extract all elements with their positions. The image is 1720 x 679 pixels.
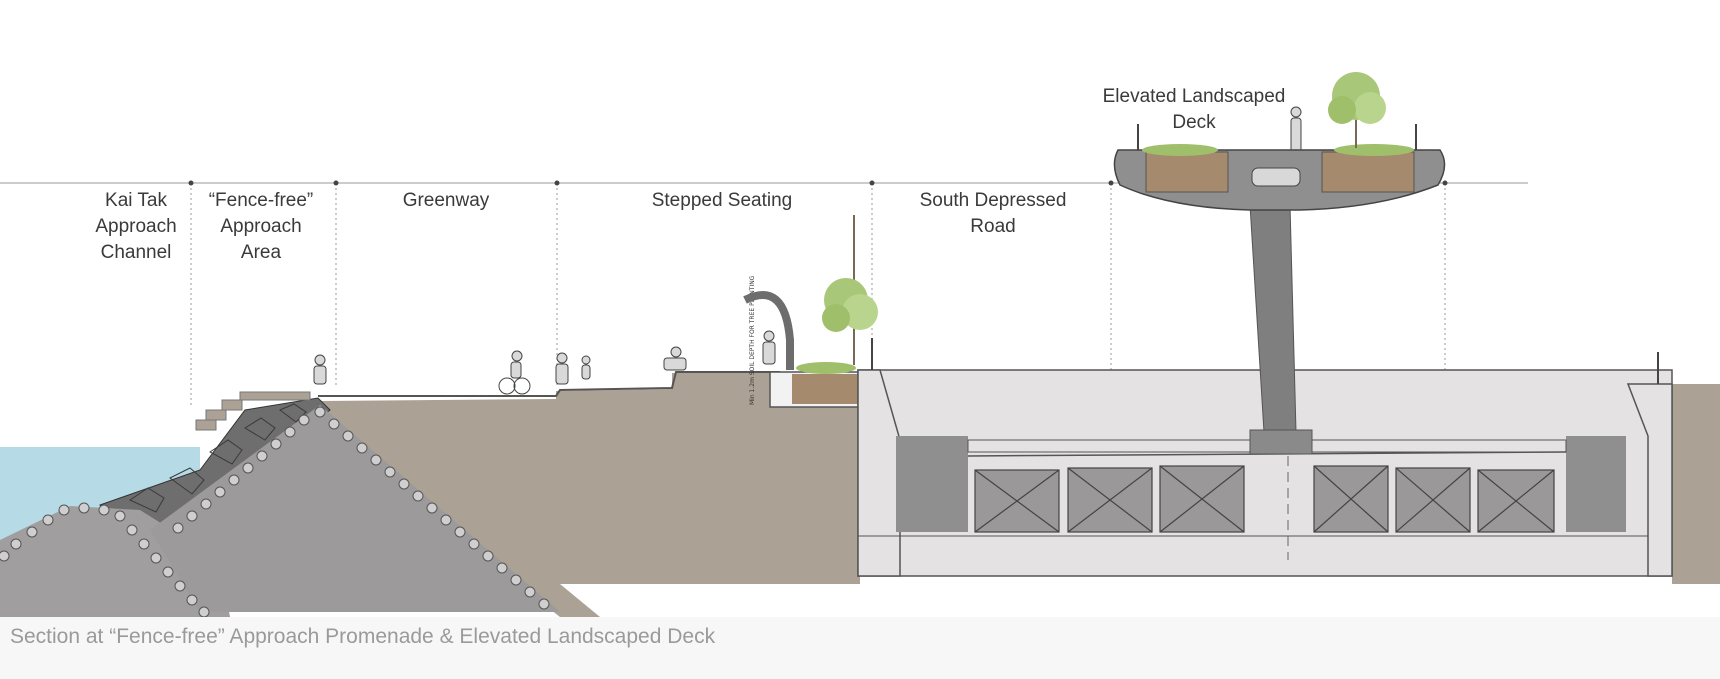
cyclist	[498, 350, 531, 395]
person-reclining	[663, 346, 687, 371]
caption: Section at “Fence-free” Approach Promena…	[10, 625, 716, 648]
person-deck	[1290, 106, 1302, 153]
utility-box-1	[974, 469, 1060, 533]
zone-label-stepped-seating: Stepped Seating	[651, 190, 793, 211]
deck-tree	[1328, 72, 1386, 148]
column-footing	[1249, 429, 1313, 455]
utility-boxes	[974, 465, 1555, 533]
utility-box-4	[1313, 465, 1389, 533]
fill-ground	[300, 371, 1720, 617]
zone-label-kai-tak-approach-channel: Kai Tak Approach Channel	[95, 190, 177, 263]
rock-steps	[195, 391, 311, 431]
person-seated-2	[555, 352, 569, 385]
divider-markers	[188, 180, 1448, 186]
planter-note: Min 1.2m SOIL DEPTH FOR TREE PLANTING	[749, 275, 756, 405]
slope-boulders	[0, 406, 550, 618]
zone-label-elevated-landscaped-deck: Elevated Landscaped Deck	[1102, 86, 1286, 133]
sculpture	[743, 291, 794, 370]
utility-box-5	[1395, 467, 1471, 533]
person-seated-3	[762, 330, 776, 365]
promenade-surface	[318, 371, 780, 397]
zone-label-greenway: Greenway	[402, 190, 490, 211]
utility-box-2	[1067, 467, 1153, 533]
utility-box-6	[1477, 469, 1555, 533]
planter	[769, 215, 878, 408]
people	[313, 106, 1302, 395]
child	[581, 355, 591, 380]
zone-label-south-depressed-road: South Depressed Road	[919, 190, 1067, 237]
person-seated-1	[313, 354, 327, 385]
slope-rock-core	[150, 405, 560, 612]
caption-bar	[0, 617, 1720, 679]
utility-box-3	[1159, 465, 1245, 533]
zone-label-fence-free-approach-area: “Fence-free” Approach Area	[208, 190, 314, 263]
zone-dividers	[190, 183, 1446, 405]
elevated-deck-structure	[1113, 124, 1446, 211]
